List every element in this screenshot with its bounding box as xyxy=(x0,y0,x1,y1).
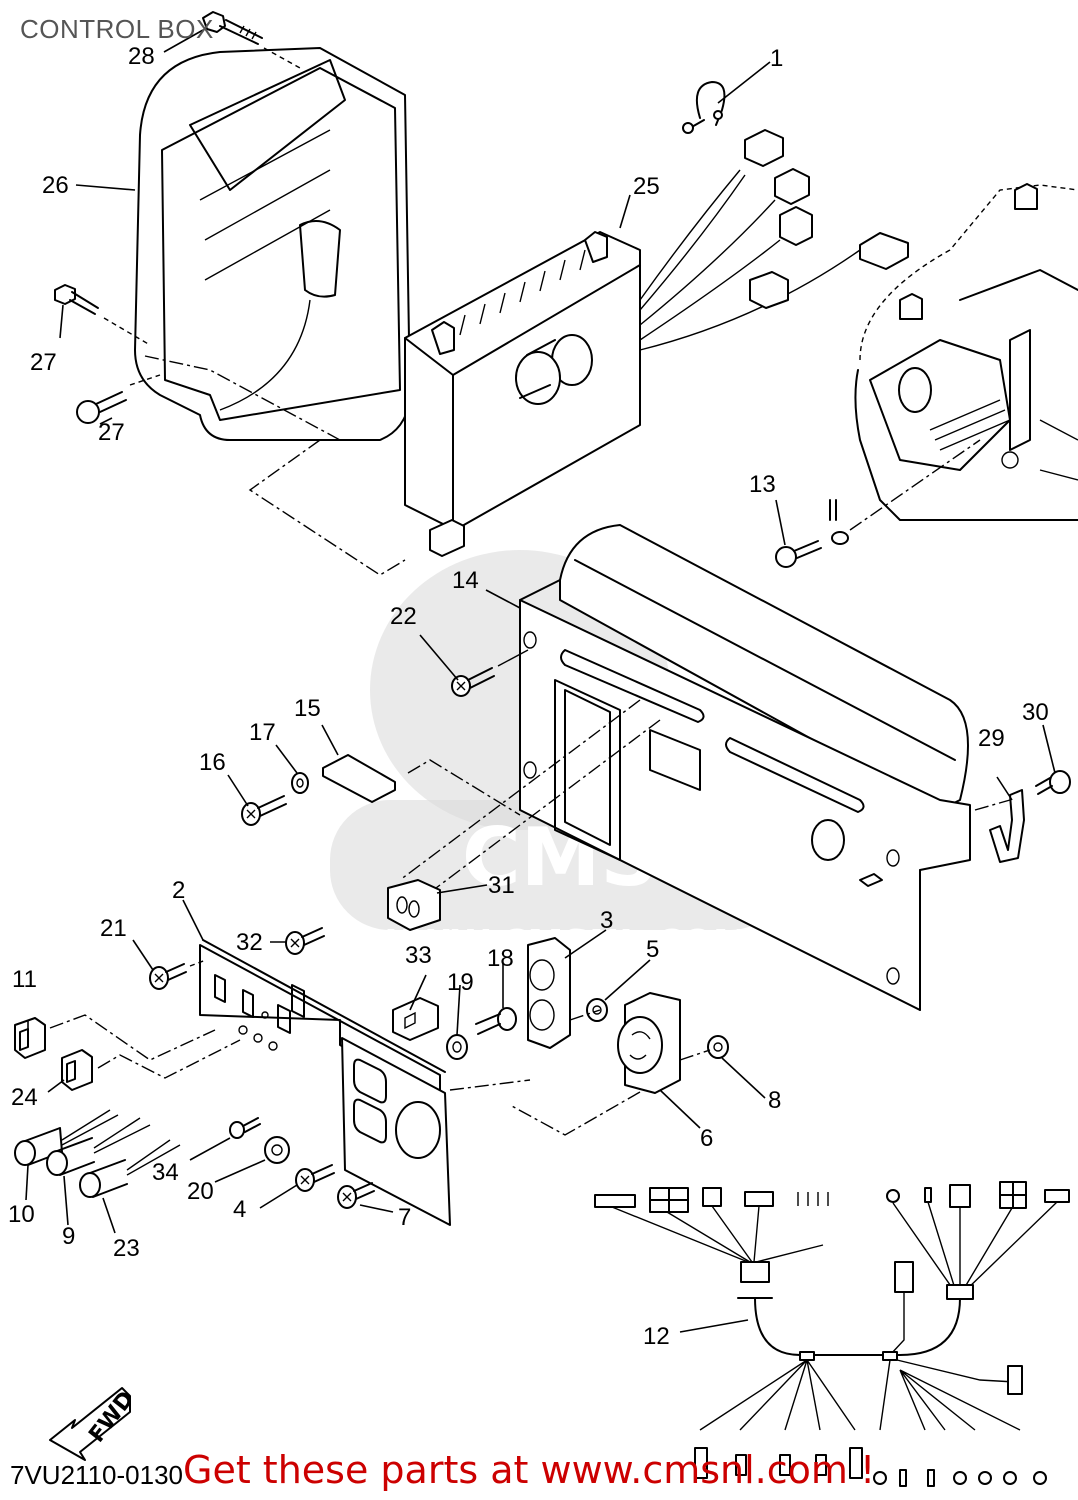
callout-12: 12 xyxy=(643,1323,670,1350)
callout-34: 34 xyxy=(152,1159,179,1186)
callout-31: 31 xyxy=(488,872,515,899)
callout-27-upper: 27 xyxy=(30,349,57,376)
switch-11 xyxy=(14,1017,46,1059)
callout-3: 3 xyxy=(600,907,613,934)
bolt-27-upper xyxy=(54,284,151,346)
inverter-unit-25 xyxy=(248,231,641,576)
screw-16 xyxy=(241,795,287,826)
wire-harness-12 xyxy=(594,1181,1070,1487)
clip-29 xyxy=(974,789,1025,863)
callout-22: 22 xyxy=(390,603,417,630)
screw-34 xyxy=(229,1117,261,1139)
callout-20: 20 xyxy=(187,1178,214,1205)
callout-25: 25 xyxy=(633,173,660,200)
screw-22 xyxy=(451,649,529,697)
fwd-direction-arrow: FWD xyxy=(49,1387,140,1461)
screw-21 xyxy=(149,959,207,990)
callout-29: 29 xyxy=(978,725,1005,752)
circuit-breaker-33 xyxy=(392,997,439,1041)
callout-23: 23 xyxy=(113,1235,140,1262)
nut-5 xyxy=(586,998,608,1022)
cover-26 xyxy=(134,47,411,441)
callout-5: 5 xyxy=(646,936,659,963)
callout-30: 30 xyxy=(1022,699,1049,726)
lamp-23 xyxy=(79,1139,181,1198)
callout-17: 17 xyxy=(249,719,276,746)
diagram-title: CONTROL BOX xyxy=(20,14,214,44)
clamp-1 xyxy=(682,81,726,134)
callout-6: 6 xyxy=(700,1125,713,1152)
callout-2: 2 xyxy=(172,877,185,904)
callout-8: 8 xyxy=(768,1087,781,1114)
leader-lines xyxy=(25,29,1056,1333)
duplex-receptacle-3 xyxy=(527,937,571,1049)
callout-26: 26 xyxy=(42,172,69,199)
locking-receptacle-6 xyxy=(617,992,681,1094)
screw-4 xyxy=(295,1164,335,1192)
callout-18: 18 xyxy=(487,945,514,972)
callout-15: 15 xyxy=(294,695,321,722)
callout-24: 24 xyxy=(11,1084,38,1111)
diagram-code: 7VU2110-0130 xyxy=(10,1460,183,1490)
callout-9: 9 xyxy=(62,1223,75,1250)
callout-10: 10 xyxy=(8,1201,35,1228)
lamp-9 xyxy=(46,1117,151,1176)
label-plate-15 xyxy=(322,754,521,816)
callout-33: 33 xyxy=(405,942,432,969)
callout-27-lower: 27 xyxy=(98,419,125,446)
bolt-27-lower xyxy=(76,374,161,424)
bolt-28 xyxy=(202,11,301,69)
switch-24 xyxy=(61,1049,93,1091)
callout-19: 19 xyxy=(447,969,474,996)
callout-labels: 1 2 3 4 5 6 7 8 9 10 11 12 13 14 15 16 1… xyxy=(8,43,1049,1350)
inverter-wires xyxy=(639,129,909,351)
dc-socket-31 xyxy=(387,879,441,931)
callout-32: 32 xyxy=(236,929,263,956)
promo-link[interactable]: Get these parts at www.cmsnl.com ! xyxy=(183,1448,876,1492)
control-box-case-14 xyxy=(399,524,971,1011)
screw-32 xyxy=(285,927,325,955)
callout-14: 14 xyxy=(452,567,479,594)
washer-17 xyxy=(291,772,309,794)
nut-20 xyxy=(264,1136,290,1164)
callout-11: 11 xyxy=(12,966,37,993)
screw-18 xyxy=(475,1007,517,1035)
screw-7 xyxy=(337,1182,375,1209)
lamp-10 xyxy=(14,1109,119,1166)
switch-guide-lines xyxy=(49,1014,241,1079)
callout-1: 1 xyxy=(770,45,783,72)
harness-end-connectors xyxy=(694,1447,1047,1487)
engine-crankcase xyxy=(854,183,1078,521)
outlet-plate xyxy=(341,1037,451,1226)
callout-28: 28 xyxy=(128,43,155,70)
callout-7: 7 xyxy=(398,1204,411,1231)
callout-21: 21 xyxy=(100,915,127,942)
nut-8 xyxy=(707,1035,729,1059)
callout-13: 13 xyxy=(749,471,776,498)
callout-16: 16 xyxy=(199,749,226,776)
screw-30 xyxy=(1035,770,1071,795)
callout-4: 4 xyxy=(233,1196,246,1223)
bolt-13 xyxy=(775,439,981,568)
nut-19 xyxy=(446,1034,468,1060)
